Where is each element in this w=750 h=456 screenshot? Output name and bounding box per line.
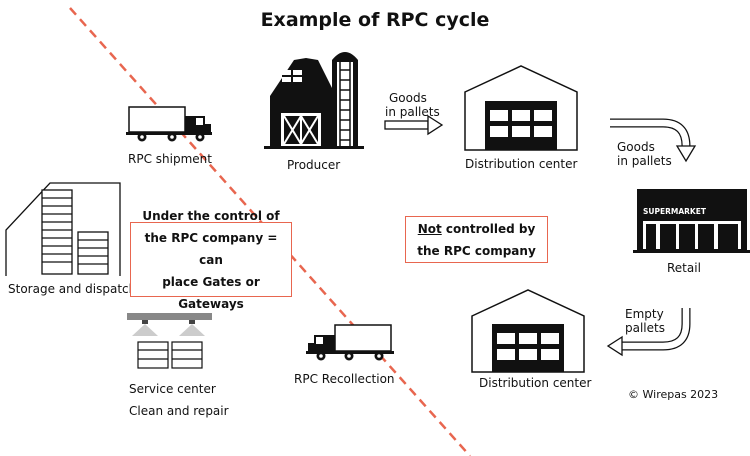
barn-icon — [264, 52, 364, 149]
supermarket-sign: SUPERMARKET — [643, 207, 706, 216]
arrow-right-icon — [384, 114, 444, 136]
goods-in-pallets-label-line1: Goods — [389, 91, 427, 105]
clean-repair-label: Clean and repair — [129, 404, 229, 418]
controlled-text-line3: place Gates or Gateways — [162, 274, 260, 311]
empty-pallets-label-line2: pallets — [625, 321, 665, 335]
goods-in-pallets-label-line2: in pallets — [385, 105, 440, 119]
empty-pallets-label-line1: Empty — [625, 307, 664, 321]
not-emphasis: Not — [417, 221, 442, 236]
storage-rack-icon — [5, 182, 121, 276]
goods-in-pallets-label-line2: in pallets — [617, 154, 672, 168]
rpc-recollection-label: RPC Recollection — [294, 372, 395, 386]
rpc-shipment-label: RPC shipment — [128, 152, 212, 166]
warehouse-icon — [471, 289, 585, 373]
storage-dispatch-label: Storage and dispatch — [8, 282, 137, 296]
distribution-center-label-top: Distribution center — [465, 157, 578, 171]
curved-arrow-left-icon — [606, 308, 691, 357]
service-center-label: Service center — [129, 382, 216, 396]
warehouse-icon — [464, 65, 578, 151]
supermarket-icon — [633, 189, 750, 253]
page-title: Example of RPC cycle — [260, 9, 490, 31]
copyright-text: © Wirepas 2023 — [628, 388, 719, 401]
controlled-text-line2: the RPC company = can — [144, 230, 278, 267]
not-controlled-text-line2: the RPC company — [417, 243, 536, 258]
producer-label: Producer — [287, 158, 341, 172]
goods-in-pallets-label-line1: Goods — [617, 140, 655, 154]
distribution-center-label-bottom: Distribution center — [479, 376, 592, 390]
rpc-controlled-box: Under the control of the RPC company = c… — [130, 209, 292, 311]
retail-label: Retail — [667, 261, 701, 275]
not-controlled-text-line1: Not controlled by — [418, 218, 536, 240]
truck-icon — [306, 324, 394, 361]
washing-station-icon — [127, 313, 212, 369]
curved-arrow-down-icon — [610, 118, 697, 163]
not-controlled-box: Not controlled by the RPC company — [405, 216, 548, 263]
truck-icon — [126, 106, 212, 142]
not-controlled-text-rest: controlled by — [441, 221, 536, 236]
controlled-text-line1: Under the control of — [142, 208, 280, 223]
